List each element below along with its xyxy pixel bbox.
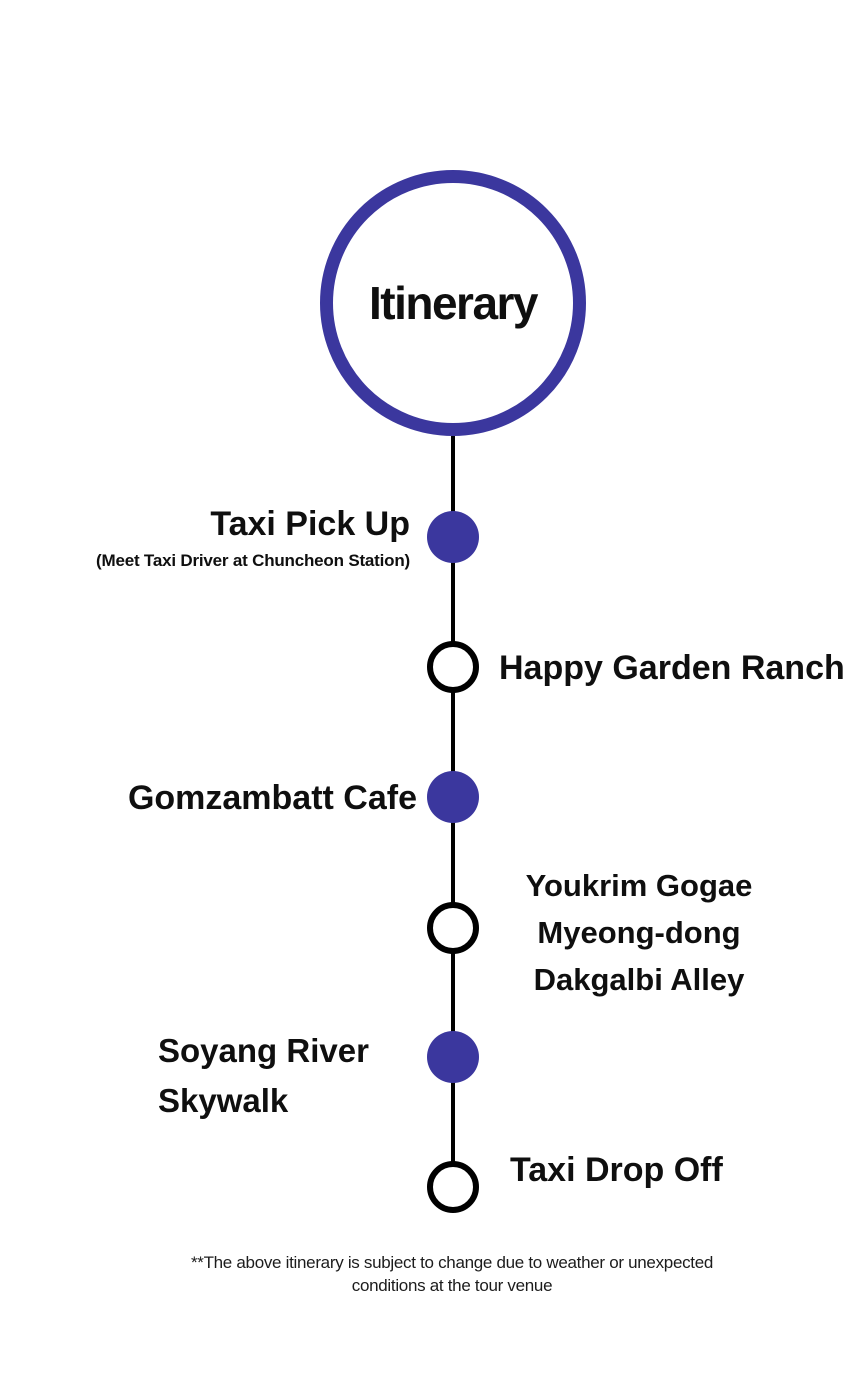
timeline-dot-youkrim-gogae (427, 902, 479, 954)
stop-subtitle: (Meet Taxi Driver at Chuncheon Station) (96, 551, 410, 570)
stop-title-line-1: Soyang River (158, 1032, 369, 1069)
stop-title: Taxi Pick Up (210, 505, 410, 543)
timeline-dot-happy-garden-ranch (427, 641, 479, 693)
disclaimer-line-2: conditions at the tour venue (351, 1276, 553, 1295)
stop-label-taxi-pick-up: Taxi Pick Up (Meet Taxi Driver at Chunch… (96, 504, 410, 571)
timeline-dot-taxi-pick-up (427, 511, 479, 563)
timeline-dot-soyang-river-skywalk (427, 1031, 479, 1083)
stop-label-taxi-drop-off: Taxi Drop Off (510, 1150, 723, 1190)
stop-label-youkrim-gogae: Youkrim Gogae Myeong-dong Dakgalbi Alley (508, 862, 770, 1003)
page-title: Itinerary (368, 277, 539, 329)
disclaimer-note: **The above itinerary is subject to chan… (52, 1251, 852, 1297)
stop-title-line-2: Skywalk (158, 1082, 289, 1119)
stop-label-gomzambatt-cafe: Gomzambatt Cafe (128, 778, 417, 818)
stop-title-line-1: Youkrim Gogae (525, 868, 753, 903)
stop-title-line-3: Dakgalbi Alley (533, 962, 745, 997)
stop-title: Happy Garden Ranch (499, 649, 845, 687)
stop-title: Taxi Drop Off (510, 1151, 723, 1189)
stop-label-soyang-river-skywalk: Soyang River Skywalk (158, 1026, 369, 1126)
timeline-dot-taxi-drop-off (427, 1161, 479, 1213)
disclaimer-line-1: **The above itinerary is subject to chan… (190, 1253, 714, 1272)
stop-title-line-2: Myeong-dong (537, 915, 741, 950)
itinerary-header-circle: Itinerary (320, 170, 586, 436)
stop-title: Gomzambatt Cafe (127, 779, 417, 817)
timeline-dot-gomzambatt-cafe (427, 771, 479, 823)
stop-label-happy-garden-ranch: Happy Garden Ranch (499, 648, 845, 688)
